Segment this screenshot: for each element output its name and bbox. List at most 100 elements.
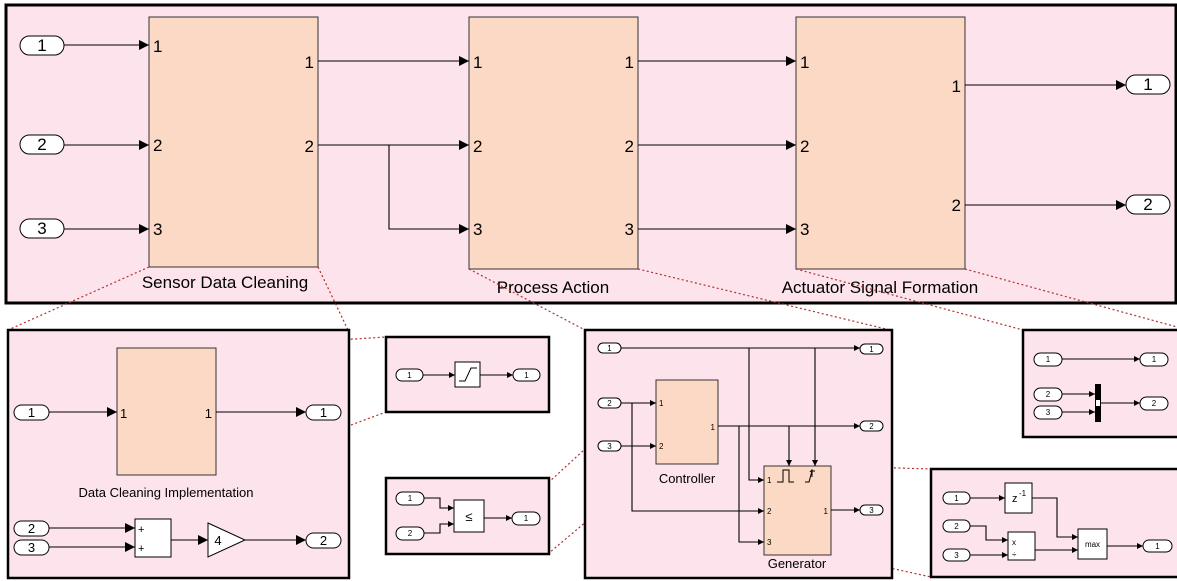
actuator-detail-outport-1-label: 1	[1152, 355, 1157, 364]
actuator-detail-inport-2-label: 2	[1046, 390, 1051, 399]
sensor-out-port-2: 2	[305, 137, 314, 156]
sensor-detail-outport-1[interactable]: 1	[305, 404, 342, 421]
actuator-in-port-1: 1	[800, 53, 809, 72]
trigger-arrow-icon	[809, 468, 813, 477]
data-cleaning-out-port: 1	[205, 406, 212, 421]
generator-in-port-2: 2	[767, 507, 772, 516]
rising-edge-trigger-icon	[805, 470, 815, 483]
process-detail-inport-1[interactable]: 1	[597, 342, 622, 354]
saturation-detail-outport-label: 1	[524, 371, 529, 380]
sensor-detail-outport-2-label: 2	[320, 533, 327, 548]
compare-detail-panel: 1 2 ≤ 1	[384, 476, 551, 556]
sensor-detail-inport-2[interactable]: 2	[13, 520, 50, 537]
process-detail-inport-2[interactable]: 2	[597, 397, 622, 409]
generator-detail-inport-2[interactable]: 2	[942, 519, 971, 533]
top-signal-lines	[64, 40, 1126, 234]
compare-detail-outport[interactable]: 1	[511, 511, 541, 526]
sensor-data-cleaning-block[interactable]: 1 2 3 1 2	[148, 16, 319, 268]
process-in-port-2: 2	[473, 137, 482, 156]
sum-block[interactable]: + +	[134, 518, 172, 558]
data-cleaning-implementation-block[interactable]: 1 1	[116, 347, 217, 476]
compare-detail-inport-1-label: 1	[408, 494, 413, 503]
process-detail-inport-2-label: 2	[607, 399, 612, 408]
top-level-system: 1 2 3 1 2 3 1 2 Sensor Data Cleaning 1 2…	[4, 3, 1177, 305]
top-inport-2[interactable]: 2	[19, 134, 65, 155]
sensor-detail-inport-1[interactable]: 1	[13, 404, 50, 421]
saturation-block[interactable]	[454, 361, 481, 388]
top-inport-1-label: 1	[37, 36, 46, 55]
generator-label: Generator	[768, 556, 827, 571]
process-in-port-1: 1	[473, 53, 482, 72]
process-detail-inport-3[interactable]: 3	[597, 440, 622, 452]
process-detail-outport-1-label: 1	[869, 345, 874, 354]
top-inport-1[interactable]: 1	[19, 35, 65, 56]
process-out-port-1: 1	[625, 53, 634, 72]
compare-detail-inport-2[interactable]: 2	[395, 526, 425, 541]
sensor-detail-inport-3-label: 3	[28, 540, 35, 555]
sensor-detail-inport-3[interactable]: 3	[13, 539, 50, 556]
generator-detail-outport[interactable]: 1	[1142, 539, 1173, 553]
compare-detail-inport-1[interactable]: 1	[395, 491, 425, 506]
top-outport-1[interactable]: 1	[1125, 74, 1171, 95]
top-outport-2-label: 2	[1143, 195, 1152, 214]
sum-sign-1: +	[138, 524, 144, 536]
mux-block[interactable]	[1095, 384, 1101, 422]
actuator-detail-panel: 1 2 3 1 2	[1021, 328, 1177, 439]
generator-block[interactable]: 1 2 3 1	[763, 465, 832, 556]
controller-in-port-2: 2	[659, 442, 664, 451]
sensor-detail-inport-2-label: 2	[28, 521, 35, 536]
generator-in-port-1: 1	[767, 476, 772, 485]
actuator-signal-formation-label: Actuator Signal Formation	[782, 278, 979, 297]
generator-detail-outport-label: 1	[1155, 542, 1160, 551]
pulse-trigger-icon	[777, 469, 794, 483]
relational-operator-block[interactable]: ≤	[453, 499, 485, 533]
process-detail-outport-3[interactable]: 3	[859, 504, 884, 516]
sensor-detail-outport-1-label: 1	[320, 405, 327, 420]
max-block[interactable]: max	[1077, 528, 1108, 560]
actuator-in-port-2: 2	[800, 137, 809, 156]
process-out-port-3: 3	[625, 220, 634, 239]
actuator-detail-outport-1[interactable]: 1	[1139, 352, 1169, 367]
sensor-in-port-3: 3	[153, 220, 162, 239]
generator-detail-inport-1-label: 1	[954, 494, 959, 503]
process-detail-signal-lines	[621, 345, 860, 545]
sensor-detail-inport-1-label: 1	[28, 405, 35, 420]
sensor-in-port-2: 2	[153, 136, 162, 155]
process-action-block[interactable]: 1 2 3 1 2 3	[468, 16, 639, 270]
sensor-in-port-1: 1	[153, 37, 162, 56]
generator-detail-panel: 1 2 3 z -1 x ÷ max 1	[929, 467, 1177, 579]
compare-detail-inport-2-label: 2	[408, 529, 413, 538]
top-inport-3[interactable]: 3	[19, 218, 65, 239]
sensor-data-cleaning-label: Sensor Data Cleaning	[142, 273, 308, 292]
top-outport-2[interactable]: 2	[1125, 194, 1171, 215]
saturation-detail-inport[interactable]: 1	[395, 368, 424, 382]
actuator-detail-inport-1[interactable]: 1	[1033, 352, 1063, 367]
controller-block[interactable]: 1 2 1	[655, 379, 719, 465]
data-cleaning-in-port: 1	[120, 406, 127, 421]
saturation-detail-panel: 1 1	[384, 335, 551, 414]
generator-out-port: 1	[824, 507, 829, 516]
process-in-port-3: 3	[473, 220, 482, 239]
actuator-detail-inport-3-label: 3	[1046, 408, 1051, 417]
sensor-detail-signal-lines	[49, 407, 306, 552]
product-block[interactable]: x ÷	[1007, 531, 1036, 561]
unit-delay-exponent: -1	[1019, 489, 1027, 498]
process-detail-outport-2[interactable]: 2	[859, 420, 884, 432]
saturation-detail-outport[interactable]: 1	[512, 368, 541, 382]
sensor-detail-outport-2[interactable]: 2	[305, 532, 342, 549]
process-detail-outport-1[interactable]: 1	[859, 343, 884, 355]
actuator-detail-outport-2[interactable]: 2	[1139, 396, 1169, 411]
actuator-detail-inport-2[interactable]: 2	[1033, 387, 1063, 402]
process-detail-outport-2-label: 2	[869, 422, 874, 431]
unit-delay-block[interactable]: z -1	[1004, 482, 1033, 514]
gain-value: 4	[214, 533, 221, 548]
actuator-signal-formation-block[interactable]: 1 2 3 1 2	[795, 16, 966, 270]
generator-detail-inport-3[interactable]: 3	[942, 548, 971, 562]
unit-delay-base: z	[1012, 493, 1018, 505]
process-detail-outport-3-label: 3	[869, 506, 874, 515]
actuator-detail-inport-3[interactable]: 3	[1033, 405, 1063, 420]
sensor-detail-panel: 1 1 1 Data Cleaning Implementation 1 2 3…	[6, 328, 351, 580]
generator-detail-inport-1[interactable]: 1	[942, 491, 971, 505]
top-inport-2-label: 2	[37, 135, 46, 154]
